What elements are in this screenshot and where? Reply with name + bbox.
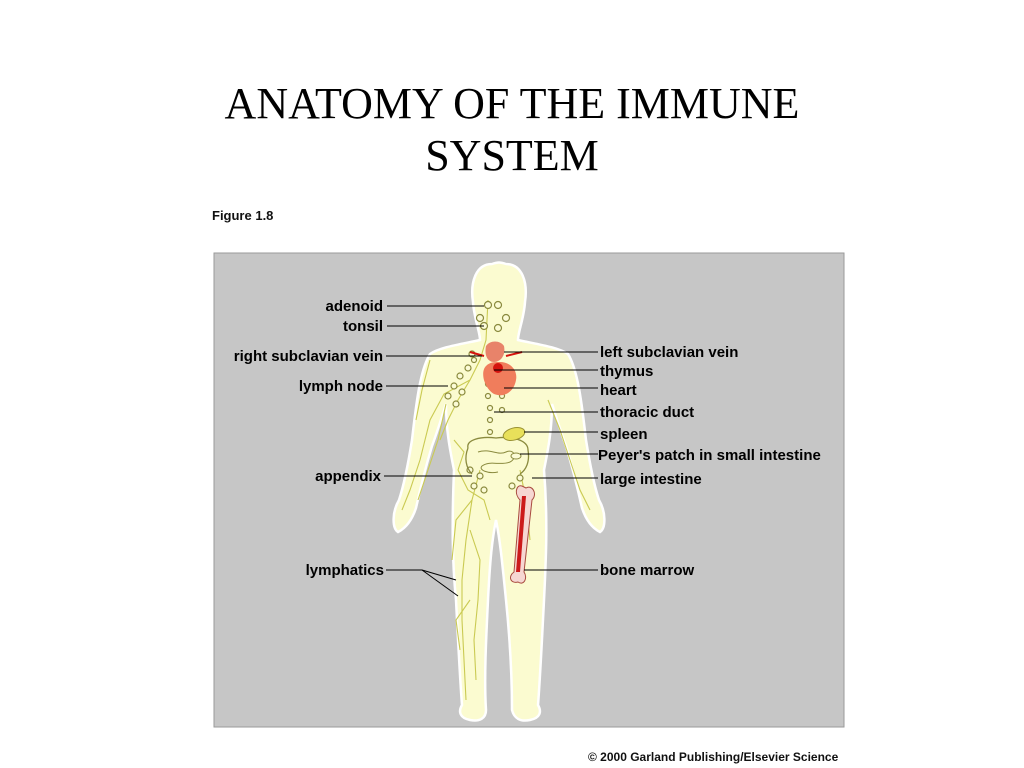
label-adenoid: adenoid [325, 298, 383, 315]
peyers-patch [510, 452, 522, 460]
leader-lines-right [494, 351, 598, 571]
spleen [502, 427, 526, 441]
label-left-subclavian-vein: left subclavian vein [600, 344, 738, 361]
label-large-intestine: large intestine [600, 471, 702, 488]
label-spleen: spleen [600, 426, 648, 443]
slide-title-line-1: ANATOMY OF THE IMMUNE [224, 79, 800, 128]
slide-title: ANATOMY OF THE IMMUNE SYSTEM [0, 78, 1024, 182]
label-tonsil: tonsil [343, 318, 383, 335]
copyright-notice: © 2000 Garland Publishing/Elsevier Scien… [588, 750, 839, 764]
label-appendix: appendix [315, 468, 382, 485]
label-lymphatics: lymphatics [306, 562, 384, 579]
body-silhouette [392, 261, 606, 722]
heart-center [493, 363, 503, 373]
subclavian-veins [469, 351, 523, 357]
lymph-nodes [444, 300, 524, 494]
bone-marrow [516, 496, 526, 572]
thymus [485, 341, 505, 362]
label-peyers-patch: Peyer's patch in small intestine [598, 447, 821, 464]
leader-lines-left [384, 305, 484, 597]
figure-caption: Figure 1.8 [212, 208, 274, 223]
label-lymph-node: lymph node [299, 378, 383, 395]
slide-title-line-2: SYSTEM [425, 131, 599, 180]
label-bone-marrow: bone marrow [600, 562, 695, 579]
label-heart: heart [600, 382, 637, 399]
label-thoracic-duct: thoracic duct [600, 404, 694, 421]
label-right-subclavian-vein: right subclavian vein [234, 348, 383, 365]
label-thymus: thymus [600, 363, 653, 380]
femur-bone [510, 485, 535, 584]
